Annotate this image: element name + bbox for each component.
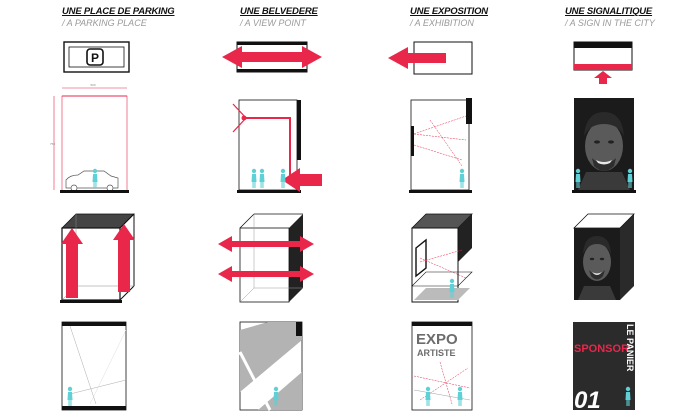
sign-portrait-elevation [572,98,636,193]
person-icon [93,169,98,188]
eye-icon [242,116,247,121]
parking-facade [62,322,126,410]
expo-title: EXPO [416,331,458,348]
parking-sign-icon: P [64,42,129,72]
left-arrow-icon [388,42,472,74]
svg-text:500: 500 [90,83,95,87]
sign-axonometric [574,214,634,300]
parking-axonometric [60,214,135,303]
exposition-elevation [409,98,472,193]
exposition-facade: EXPO ARTISTE [412,322,472,410]
parking-symbol: P [91,51,99,65]
sponsor-label: SPONSOR [574,343,629,355]
expo-artist: ARTISTE [417,348,456,358]
sign-facade: SPONSOR LE PANIER 01 [573,322,635,414]
brand-label: LE PANIER [625,324,635,372]
sign-panel-icon [574,42,632,84]
parking-elevation: 500 750 [50,83,129,193]
issue-number: 01 [574,387,601,414]
svg-text:750: 750 [50,142,55,146]
belvedere-facade [240,322,302,410]
belvedere-elevation [233,100,322,193]
double-arrow-icon [222,42,322,72]
exposition-axonometric [412,214,472,302]
belvedere-axonometric [218,214,314,302]
